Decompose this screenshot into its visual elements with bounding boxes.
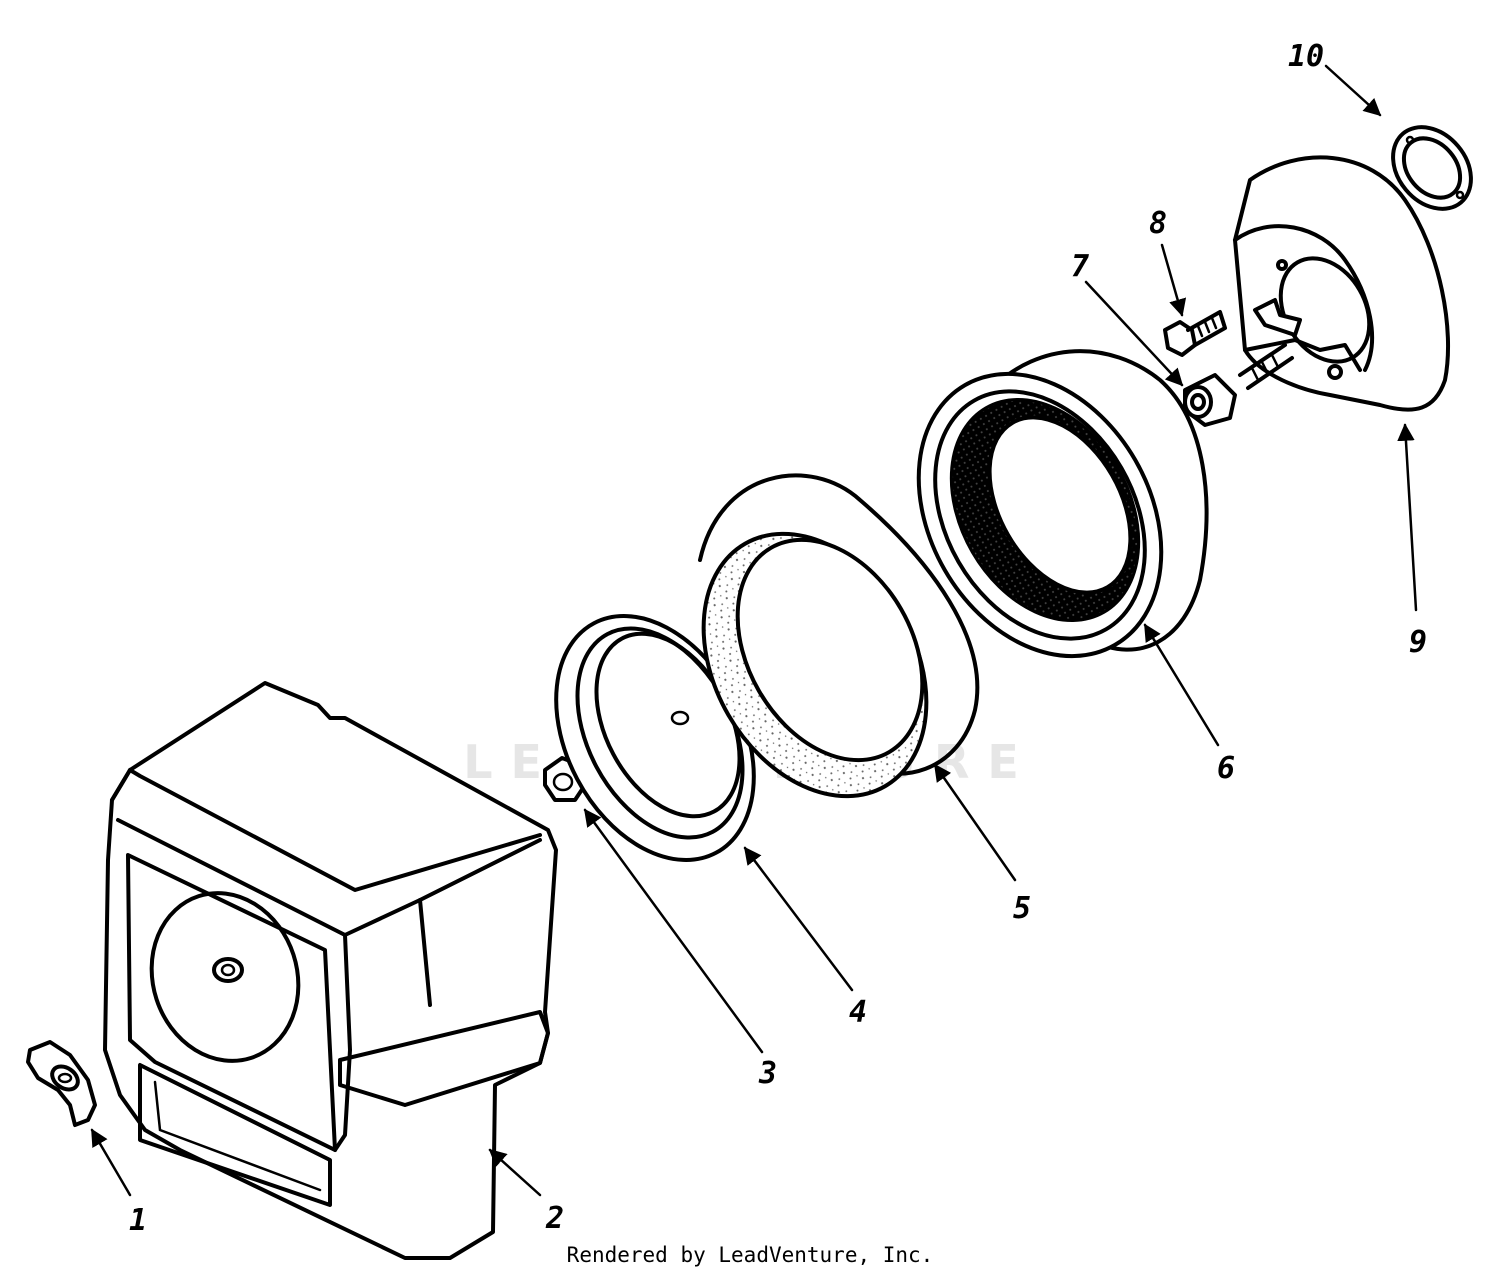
callout-3: 3 — [758, 1056, 777, 1091]
bolt — [1163, 310, 1227, 357]
wing-nut — [26, 1040, 97, 1127]
callout-7: 7 — [1071, 249, 1089, 284]
callout-2: 2 — [545, 1201, 564, 1236]
leader-lines — [90, 64, 1418, 1197]
air-cleaner-cover — [103, 681, 558, 1260]
callout-8: 8 — [1149, 206, 1167, 241]
callout-9: 9 — [1409, 625, 1427, 660]
foam-precleaner — [698, 473, 980, 799]
callout-4: 4 — [849, 995, 867, 1030]
render-credit: Rendered by LeadVenture, Inc. — [566, 1243, 934, 1267]
callout-10: 10 — [1288, 39, 1324, 74]
callout-6: 6 — [1217, 751, 1235, 786]
back-plate — [1233, 155, 1451, 412]
callout-1: 1 — [129, 1203, 147, 1238]
callout-5: 5 — [1013, 891, 1031, 926]
paper-filter-element — [916, 349, 1209, 659]
gasket — [1391, 125, 1473, 211]
spacer — [1183, 373, 1237, 427]
hex-nut — [543, 756, 587, 802]
